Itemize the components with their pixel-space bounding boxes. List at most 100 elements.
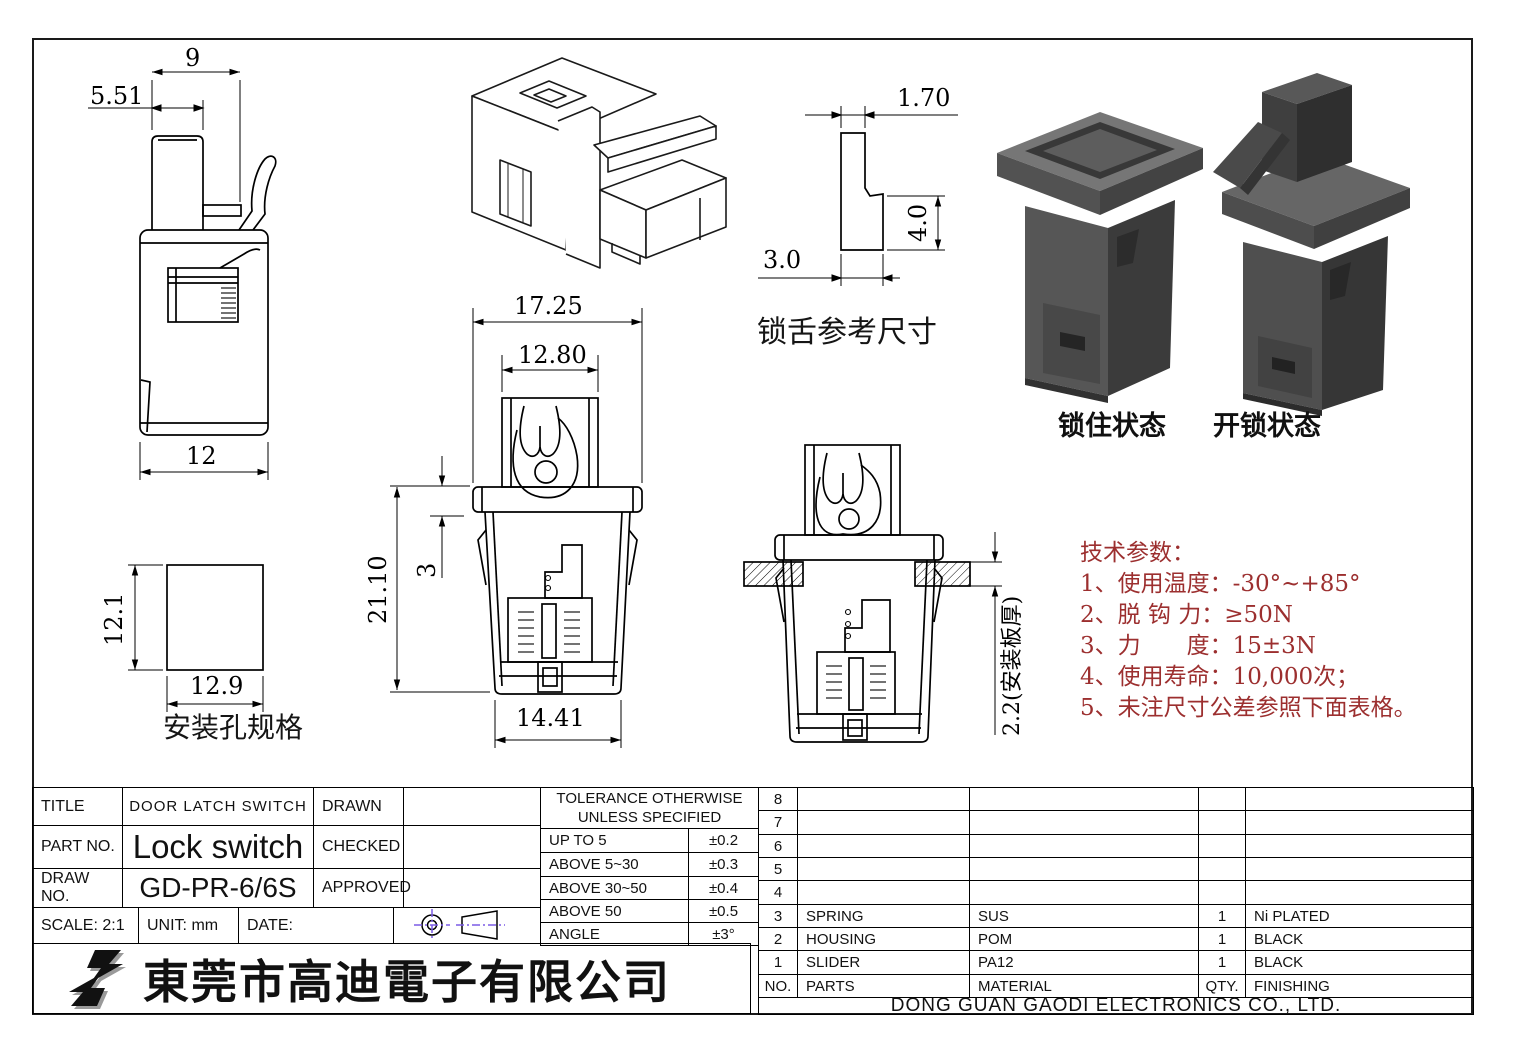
section-view-dims <box>968 532 1002 735</box>
dim-side-width: 9 <box>185 44 201 72</box>
company-logo-icon <box>69 949 126 1009</box>
date-label: DATE: <box>238 907 394 944</box>
tolerance-value: ±0.3 <box>688 852 759 877</box>
parts-row-material <box>969 787 1199 811</box>
parts-row-name <box>797 787 970 811</box>
parts-row-qty <box>1198 880 1246 905</box>
parts-row-material: PA12 <box>969 950 1199 975</box>
dim-side-offset: 5.51 <box>90 82 144 110</box>
parts-row-qty: 1 <box>1198 927 1246 951</box>
title-value: DOOR LATCH SWITCH <box>122 787 314 826</box>
tolerance-header-line2: UNLESS SPECIFIED <box>577 809 722 826</box>
front-view <box>472 397 643 695</box>
parts-row-no: 3 <box>758 904 798 928</box>
parts-row-material <box>969 880 1199 905</box>
parts-row-finishing <box>1245 834 1474 858</box>
tolerance-range: ABOVE 5~30 <box>540 852 689 877</box>
dim-front-flange-depth: 3 <box>413 562 441 578</box>
dim-side-body-width: 12 <box>186 442 217 470</box>
parts-row-no: 7 <box>758 810 798 835</box>
draw-no-label: DRAW NO. <box>32 868 123 908</box>
mounting-hole-view <box>166 564 264 671</box>
company-name-cn: 東莞市高迪電子有限公司 <box>143 955 671 1008</box>
dim-hole-width: 12.9 <box>190 672 244 700</box>
dim-tongue-tip: 1.70 <box>897 84 951 112</box>
dim-front-flange-width: 17.25 <box>514 292 583 320</box>
parts-row-no: 6 <box>758 834 798 858</box>
parts-row-qty <box>1198 810 1246 835</box>
tolerance-range: ABOVE 30~50 <box>540 876 689 900</box>
tech-note-line: 5、未注尺寸公差参照下面表格。 <box>1080 695 1417 721</box>
tongue-profile <box>840 132 884 251</box>
parts-row-name <box>797 834 970 858</box>
parts-row-material <box>969 857 1199 881</box>
drawn-value <box>403 787 541 826</box>
tolerance-value: ±0.2 <box>688 828 759 853</box>
approved-value <box>403 868 541 908</box>
parts-row-no: 1 <box>758 950 798 975</box>
scale-label: SCALE: 2:1 <box>32 907 139 944</box>
parts-row-no: 8 <box>758 787 798 811</box>
drawing-canvas <box>88 57 1410 748</box>
company-block: 東莞市高迪電子有限公司 <box>32 943 751 1014</box>
parts-row-finishing: BLACK <box>1245 927 1474 951</box>
mounting-hole-label: 安装孔规格 <box>163 712 304 743</box>
parts-row-material <box>969 834 1199 858</box>
parts-row-no: 5 <box>758 857 798 881</box>
isometric-view <box>471 57 727 269</box>
part-no-label: PART NO. <box>32 825 123 869</box>
unlocked-state-label: 开锁状态 <box>1213 411 1321 441</box>
draw-no-value: GD-PR-6/6S <box>122 868 314 908</box>
render-unlocked <box>1213 73 1410 416</box>
parts-row-finishing <box>1245 880 1474 905</box>
parts-row-qty: 1 <box>1198 950 1246 975</box>
parts-header-no: NO. <box>758 974 798 998</box>
tongue-profile-dims <box>758 106 958 286</box>
tech-note-line: 1、使用温度：-30°~+85° <box>1080 571 1361 597</box>
tolerance-range: ANGLE <box>540 922 689 946</box>
tech-note-line: 3、力 度：15±3N <box>1080 633 1316 659</box>
parts-row-finishing <box>1245 787 1474 811</box>
tech-note-line: 4、使用寿命：10,000次； <box>1080 664 1360 690</box>
tolerance-value: ±0.4 <box>688 876 759 900</box>
tolerance-header: TOLERANCE OTHERWISE UNLESS SPECIFIED <box>540 787 759 829</box>
parts-row-finishing <box>1245 810 1474 835</box>
parts-row-name: SPRING <box>797 904 970 928</box>
parts-row-qty <box>1198 787 1246 811</box>
locked-state-label: 锁住状态 <box>1058 411 1166 441</box>
section-view <box>743 444 971 743</box>
projection-symbol-icon <box>414 909 505 941</box>
parts-row-material <box>969 810 1199 835</box>
render-locked <box>997 112 1203 403</box>
parts-row-no: 4 <box>758 880 798 905</box>
dim-front-body-width: 14.41 <box>516 704 585 732</box>
parts-row-qty <box>1198 834 1246 858</box>
parts-row-qty: 1 <box>1198 904 1246 928</box>
parts-row-name <box>797 810 970 835</box>
tolerance-header-line1: TOLERANCE OTHERWISE <box>556 789 743 807</box>
tolerance-value: ±0.5 <box>688 899 759 923</box>
parts-row-finishing <box>1245 857 1474 881</box>
parts-row-material: SUS <box>969 904 1199 928</box>
parts-row-name: SLIDER <box>797 950 970 975</box>
tongue-label: 锁舌参考尺寸 <box>757 316 937 349</box>
parts-row-no: 2 <box>758 927 798 951</box>
sheet-border <box>32 38 1473 1015</box>
tech-notes: 技术参数： 1、使用温度：-30°~+85° 2、脱 钩 力：≥50N 3、力 … <box>1080 538 1417 724</box>
parts-row-finishing: Ni PLATED <box>1245 904 1474 928</box>
title-label: TITLE <box>32 787 123 826</box>
unit-label: UNIT: mm <box>138 907 239 944</box>
side-view <box>139 135 277 436</box>
parts-row-qty <box>1198 857 1246 881</box>
part-no-value: Lock switch <box>122 825 314 869</box>
checked-value <box>403 825 541 869</box>
front-view-dims <box>390 308 643 748</box>
dim-front-plunger-width: 12.80 <box>518 341 587 369</box>
tech-note-line: 技术参数： <box>1080 540 1195 566</box>
parts-row-name <box>797 857 970 881</box>
projection-symbol-cell <box>393 907 541 944</box>
dim-tongue-height: 4.0 <box>904 203 932 242</box>
tolerance-value: ±3° <box>688 922 759 946</box>
checked-label: CHECKED <box>313 825 404 869</box>
